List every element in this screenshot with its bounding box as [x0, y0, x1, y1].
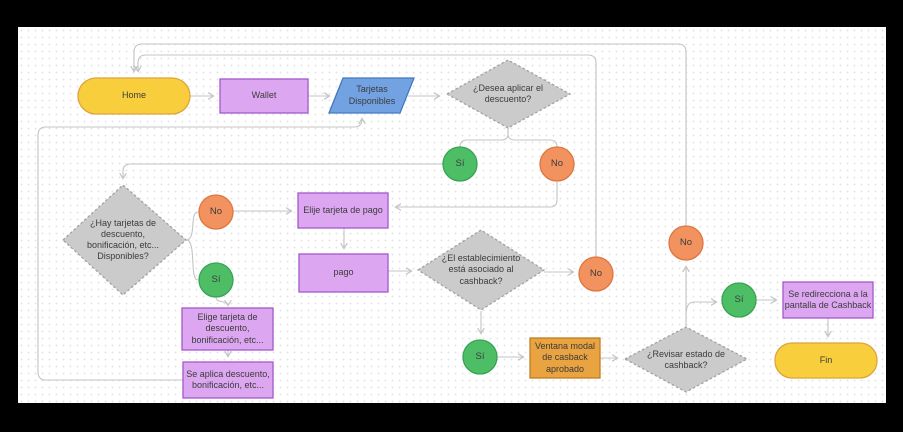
edge-norevisar-loop-home — [134, 43, 687, 226]
edge-desea-no — [507, 128, 558, 148]
edge-no-loop-home — [138, 54, 597, 257]
edge-desea-si — [459, 128, 509, 148]
edge-si-hay-tarjetas — [123, 163, 443, 178]
node-si-revisar[interactable]: Sí — [734, 294, 744, 306]
node-hay-tarjetas[interactable]: ¿Hay tarjetas de descuento, bonificación… — [86, 217, 160, 262]
node-elije-pago-shape — [297, 192, 389, 229]
node-establecimiento-asociado[interactable]: ¿El establecimiento está asociado al cas… — [441, 253, 521, 286]
node-se-aplica-shape — [182, 361, 274, 399]
node-fin[interactable]: Fin — [819, 354, 833, 365]
node-se-redirecciona[interactable]: Se redirecciona a la pantalla de Cashbac… — [784, 288, 872, 310]
node-no-descuento[interactable]: No — [550, 158, 564, 170]
node-se-redirecciona-shape — [782, 281, 874, 319]
edge-revisar-si — [685, 302, 716, 316]
node-no-asociado[interactable]: No — [589, 268, 603, 280]
node-si-hay[interactable]: Sí — [211, 274, 221, 286]
node-se-aplica-descuento[interactable]: Se aplica descuento, bonificación, etc..… — [186, 368, 270, 390]
edges-layer — [37, 43, 828, 381]
node-no-revisar[interactable]: No — [679, 237, 693, 249]
node-tarjetas-shape — [328, 77, 415, 114]
edge-sihay-elige — [215, 296, 228, 305]
edge-seaplica-loop-tarjetas — [37, 119, 362, 381]
edge-hay-si — [185, 239, 199, 281]
node-elige-tarjeta-descuento[interactable]: Elige tarjeta de descuento, bonificación… — [191, 312, 264, 345]
node-ventana-modal-shape — [529, 337, 601, 379]
node-hay-tarjetas-shape — [62, 184, 187, 296]
node-si-revisar-shape — [721, 282, 757, 318]
node-wallet[interactable]: Wallet — [251, 90, 277, 101]
node-elije-tarjeta-pago[interactable]: Elije tarjeta de pago — [303, 204, 383, 215]
node-si-descuento[interactable]: Sí — [455, 158, 465, 170]
node-pago-shape — [298, 253, 389, 293]
node-revisar-estado[interactable]: ¿Revisar estado de cashback? — [646, 348, 726, 370]
node-home[interactable]: Home — [121, 90, 146, 101]
node-home-shape — [77, 77, 191, 115]
node-si-asociado[interactable]: Sí — [475, 351, 485, 363]
edge-hay-no — [185, 211, 199, 241]
node-no-hay-shape — [198, 194, 234, 230]
node-wallet-shape — [219, 78, 309, 114]
node-desea-aplicar[interactable]: ¿Desea aplicar el descuento? — [472, 82, 544, 104]
node-no-asociado-shape — [578, 256, 614, 292]
node-pago[interactable]: pago — [333, 267, 354, 278]
node-tarjetas-disponibles[interactable]: Tarjetas Disponibles — [348, 84, 396, 106]
edge-no-elije-pago — [396, 182, 558, 207]
node-elige-descuento-shape — [181, 307, 274, 351]
nodes-layer — [62, 59, 878, 399]
node-no-hay[interactable]: No — [209, 206, 223, 218]
node-fin-shape — [774, 342, 878, 379]
node-revisar-shape — [623, 326, 749, 393]
node-establecimiento-shape — [416, 229, 546, 311]
node-si-hay-shape — [198, 262, 234, 298]
node-no-descuento-shape — [539, 146, 575, 182]
node-desea-shape — [445, 59, 572, 129]
node-si-descuento-shape — [442, 146, 478, 182]
node-no-revisar-shape — [668, 225, 704, 261]
node-ventana-modal[interactable]: Ventana modal de casback aprobado — [534, 341, 596, 374]
node-si-asociado-shape — [462, 339, 498, 375]
